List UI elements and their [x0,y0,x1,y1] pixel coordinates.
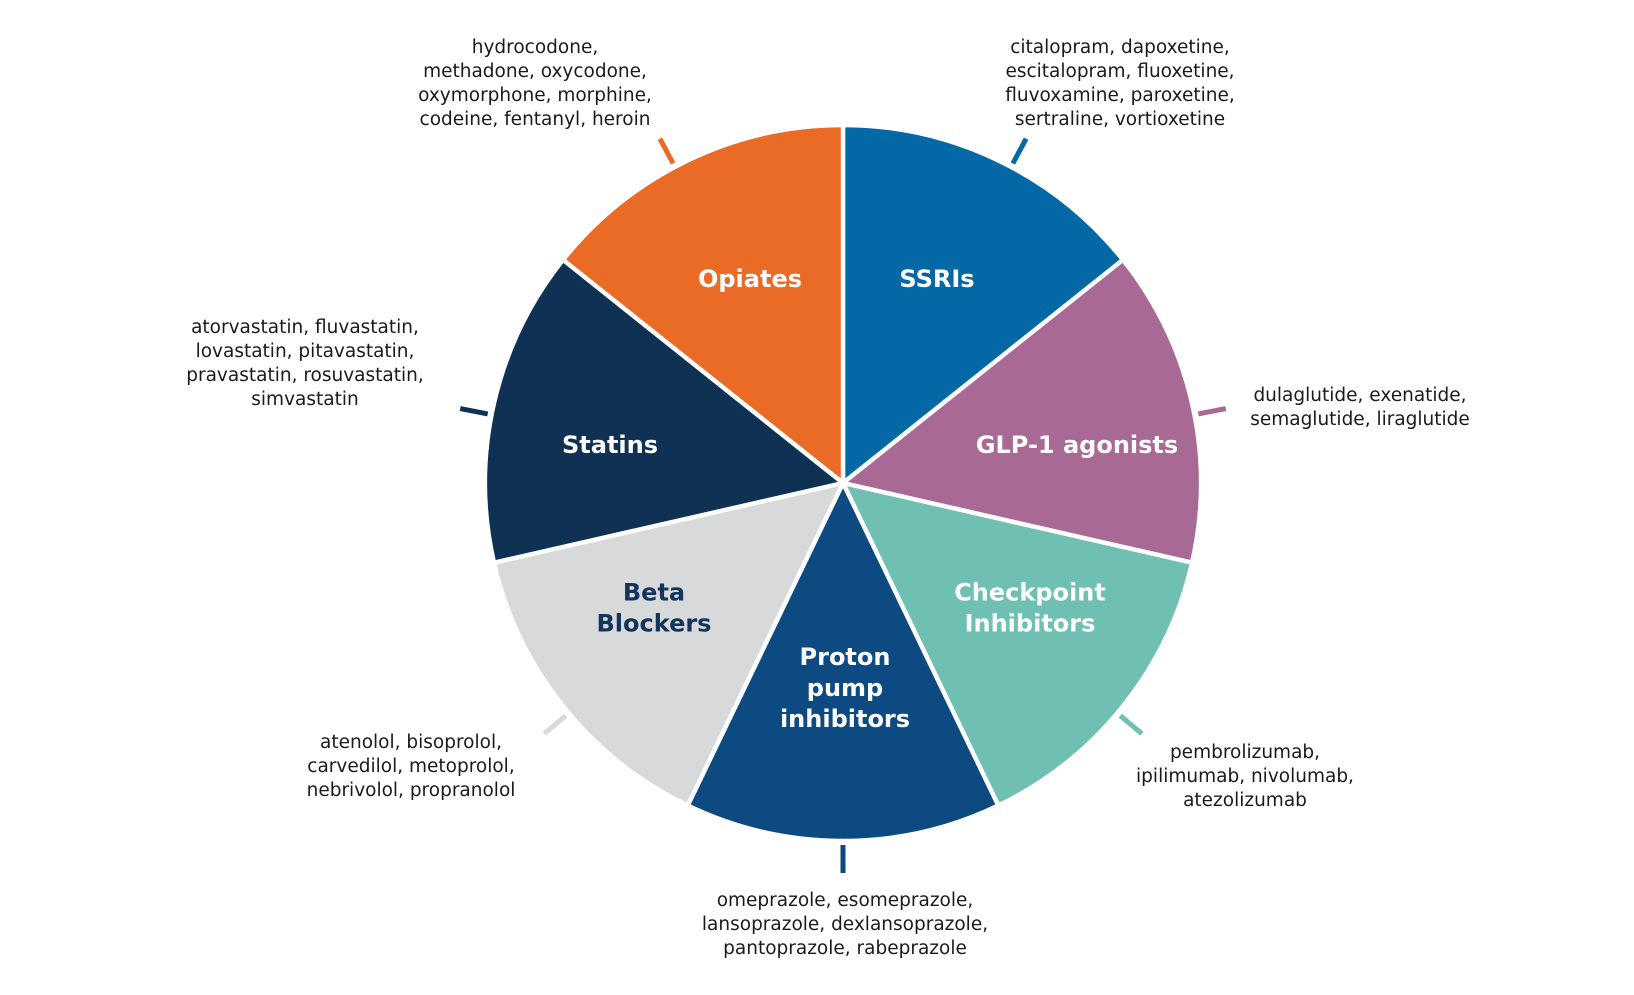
beta-callout-tick [542,713,568,736]
checkpoint-segment-label-line: Checkpoint [954,579,1106,607]
opiates-drug-list: hydrocodone, methadone, oxycodone, oxymo… [410,36,660,132]
drug-list-line: lansoprazole, dexlansoprazole, [701,914,989,935]
drug-list-line: simvastatin [251,389,359,410]
drug-list-line: dulaglutide, exenatide, [1253,385,1467,406]
beta-blockers-drug-list: atenolol, bisoprolol, carvedilol, metopr… [296,731,526,803]
drug-list-line: atezolizumab [1183,790,1307,811]
beta-segment-label-line: Beta [623,579,685,607]
drug-list-line: ipilimumab, nivolumab, [1136,766,1354,787]
drug-list-line: nebrivolol, propranolol [306,780,516,801]
drug-list-line: methadone, oxycodone, [423,61,647,82]
proton-pump-inhibitors-drug-list: omeprazole, esomeprazole, lansoprazole, … [690,889,1000,961]
beta-segment-label-line: Blockers [597,610,712,638]
opiates-callout-tick [657,137,676,165]
drug-list-line: lovastatin, pitavastatin, [195,341,415,362]
statins-segment-label: Statins [562,431,658,459]
drug-list-line: pembrolizumab, [1169,742,1321,763]
statins-callout-tick [459,406,489,417]
opiates-segment-label: Opiates [698,265,802,293]
statins-drug-list: atorvastatin, fluvastatin, lovastatin, p… [175,316,435,412]
drug-list-line: omeprazole, esomeprazole, [716,890,974,911]
drug-list-line: fluvoxamine, paroxetine, [1005,85,1235,106]
glp1-segment-label-line: GLP-1 agonists [976,431,1178,459]
glp1-drug-list: dulaglutide, exenatide, semaglutide, lir… [1240,384,1480,432]
ppi-segment-label-line: inhibitors [780,705,910,733]
ssris-segment-label-line: SSRIs [899,265,974,293]
statins-segment [482,256,848,566]
checkpoint-segment [839,479,1195,809]
ppi-segment-label: Proton pump inhibitors [780,643,910,733]
drug-list-line: pravastatin, rosuvastatin, [186,365,424,386]
glp1-segment-label: GLP-1 agonists [976,431,1178,459]
opiates-segment-label-line: Opiates [698,265,802,293]
ssris-drug-list: citalopram, dapoxetine, escitalopram, fl… [1005,36,1235,132]
ppi-segment-label-line: Proton [800,643,891,671]
ppi-segment [684,477,1002,844]
drug-list-line: semaglutide, liraglutide [1250,409,1470,430]
drug-list-line: citalopram, dapoxetine, [1010,37,1230,58]
drug-list-line: hydrocodone, [471,37,599,58]
glp1-segment [838,256,1204,566]
opiates-segment [560,122,846,488]
ppi-segment-label-line: pump [807,674,883,702]
drug-list-line: atorvastatin, fluvastatin, [191,317,419,338]
checkpoint-segment-label-line: Inhibitors [965,610,1096,638]
drug-list-line: carvedilol, metoprolol, [307,756,515,777]
drug-list-line: codeine, fentanyl, heroin [419,109,651,130]
statins-segment-label-line: Statins [562,431,658,459]
glp1-callout-tick [1197,406,1227,417]
checkpoint-callout-tick [1118,713,1144,736]
ssris-segment [840,122,1126,488]
checkpoint-inhibitors-drug-list: pembrolizumab, ipilimumab, nivolumab, at… [1125,741,1365,813]
drug-list-line: oxymorphone, morphine, [418,85,652,106]
ssris-segment-label: SSRIs [899,265,974,293]
drug-list-line: sertraline, vortioxetine [1014,109,1226,130]
drug-list-line: atenolol, bisoprolol, [320,732,502,753]
beta-segment [491,479,847,809]
ssris-callout-tick [1010,137,1029,165]
drug-list-line: pantoprazole, rabeprazole [723,938,967,959]
drug-list-line: escitalopram, fluoxetine, [1005,61,1235,82]
